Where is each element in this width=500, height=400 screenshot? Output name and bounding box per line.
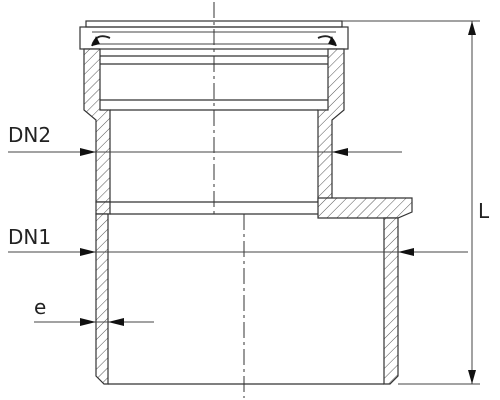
lower-body (95, 213, 399, 385)
lower-wall-left (95, 213, 109, 385)
upper-wall-left (83, 48, 111, 203)
label-dn2: DN2 (8, 123, 51, 147)
upper-wall-right (317, 48, 345, 203)
shoulder-left (95, 201, 111, 215)
label-e: e (34, 295, 46, 319)
dimension-e (34, 318, 154, 326)
dimension-dn1 (8, 248, 468, 256)
shoulder (95, 197, 413, 219)
label-l: L (478, 199, 490, 223)
dimension-dn2 (8, 148, 402, 156)
shoulder-right (317, 197, 413, 219)
seal-right (317, 35, 337, 47)
label-dn1: DN1 (8, 225, 51, 249)
lower-wall-right (383, 217, 399, 385)
dimension-l (342, 20, 480, 385)
seal-left (91, 35, 111, 47)
